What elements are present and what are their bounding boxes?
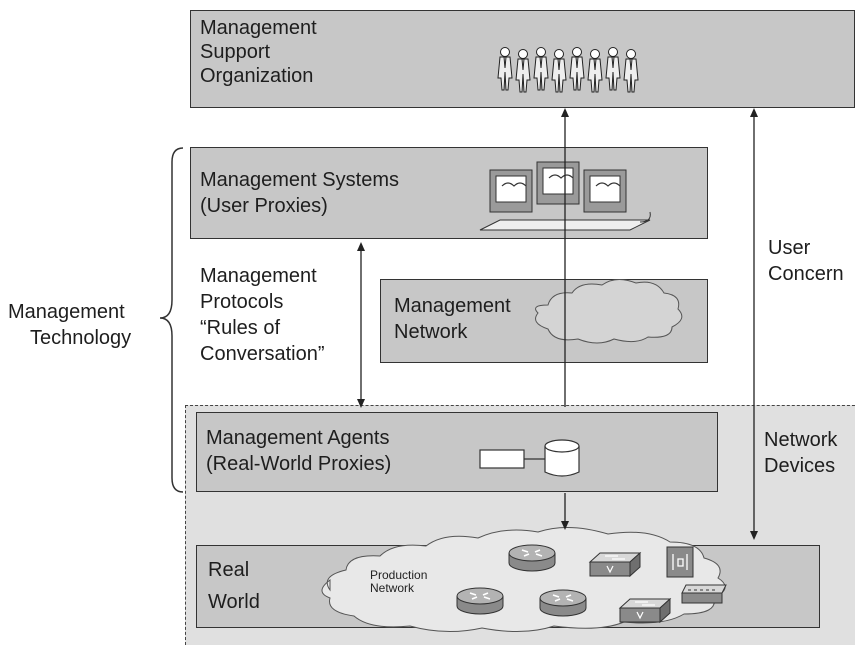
protocols-label-2: Protocols (200, 291, 284, 313)
network-label-1: Management (394, 295, 511, 317)
workstations-icon (479, 161, 651, 231)
technology-label-2: Technology (30, 327, 132, 349)
user-concern-label-1: User (768, 237, 811, 259)
production-label-1: Production (370, 568, 428, 582)
systems-label-1: Management Systems (200, 169, 399, 191)
technology-brace (159, 147, 184, 493)
cloud-icon (535, 279, 683, 344)
protocols-label-4: Conversation” (200, 343, 325, 365)
agents-label-2: (Real-World Proxies) (206, 453, 392, 475)
technology-label-1: Management (8, 301, 125, 323)
user-concern-label-2: Concern (768, 263, 844, 285)
protocols-label-1: Management (200, 265, 317, 287)
support-label-2: Support (200, 41, 271, 63)
real-world-label-2: World (208, 591, 260, 613)
agent-database-icon (479, 439, 580, 477)
support-label-1: Management (200, 17, 317, 39)
network-devices-label-1: Network (764, 429, 838, 451)
management-agents-box (196, 412, 718, 492)
support-label-3: Organization (200, 65, 314, 87)
agents-label-1: Management Agents (206, 427, 390, 449)
device-icon (666, 546, 727, 604)
real-world-label-1: Real (208, 559, 250, 581)
network-devices-label-2: Devices (764, 455, 836, 477)
people-icon (497, 47, 639, 93)
production-label-2: Network (370, 581, 415, 595)
systems-label-2: (User Proxies) (200, 195, 328, 217)
protocols-label-3: “Rules of (200, 317, 281, 339)
network-label-2: Network (394, 321, 468, 343)
